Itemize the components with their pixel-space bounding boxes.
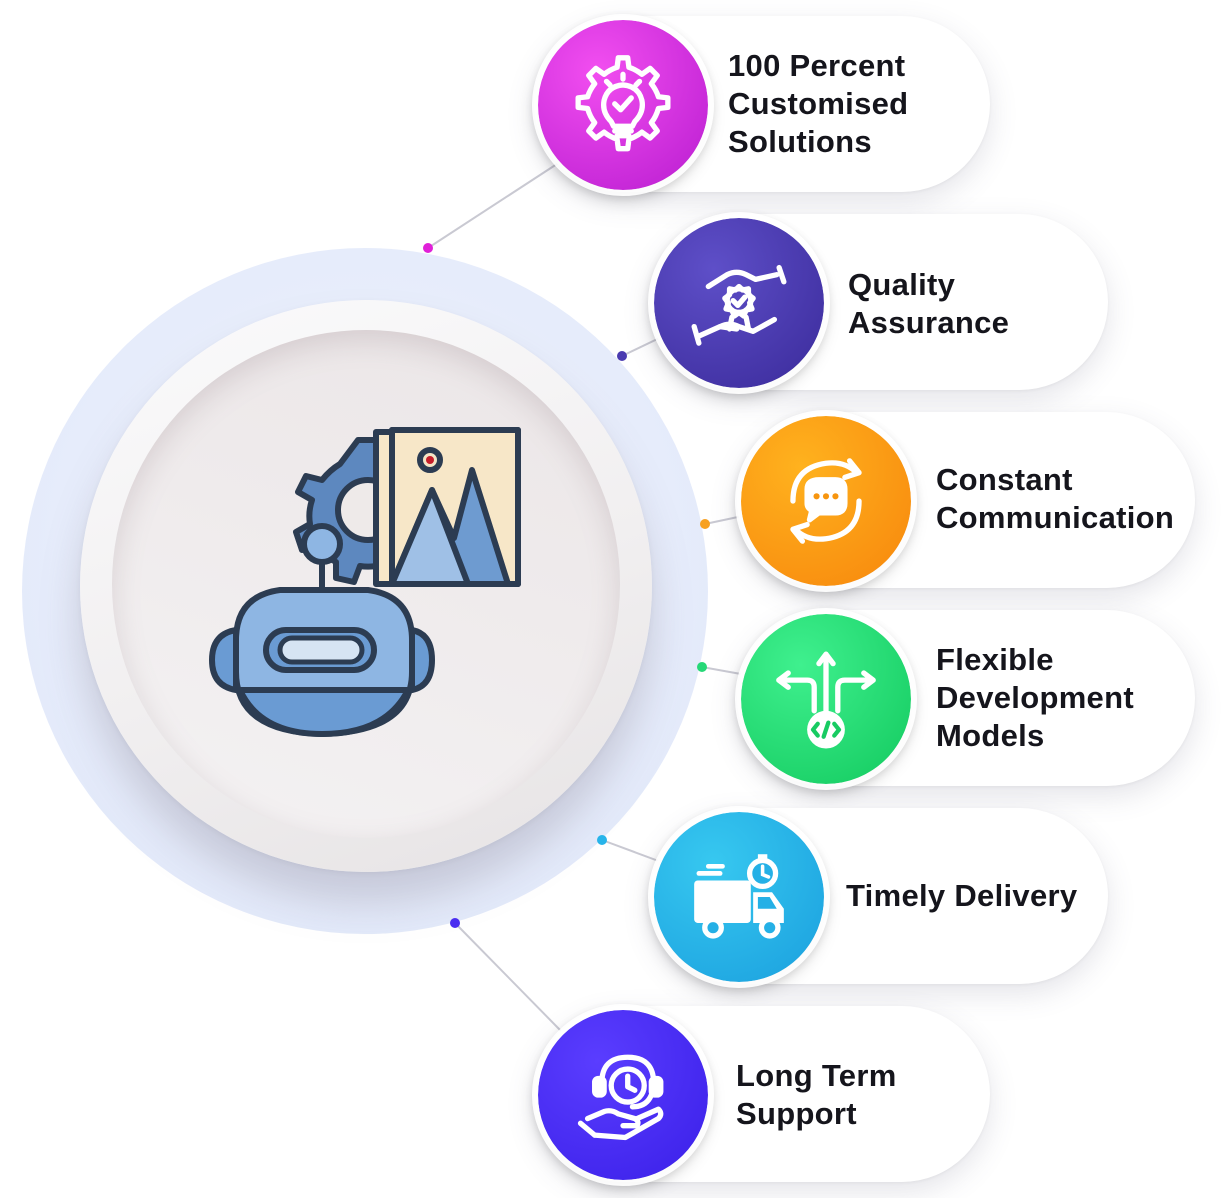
connector-dot bbox=[697, 662, 707, 672]
feature-label-line: Long Term bbox=[736, 1058, 897, 1093]
feature-label-line: Flexible bbox=[936, 642, 1054, 677]
code-arrows-icon bbox=[776, 651, 876, 749]
feature-label-line: Support bbox=[736, 1096, 857, 1131]
connector-dot bbox=[450, 918, 460, 928]
feature-label-line: Constant bbox=[936, 462, 1073, 497]
feature-badge-customised bbox=[532, 14, 714, 196]
robot-with-gear-and-image-icon bbox=[209, 427, 521, 737]
connector-dot bbox=[700, 519, 710, 529]
feature-label-customised: 100 Percent Customised Solutions bbox=[728, 47, 908, 161]
delivery-truck-stopwatch-icon bbox=[694, 854, 784, 939]
feature-label-line: 100 Percent bbox=[728, 48, 906, 83]
lightbulb-gear-check-icon bbox=[575, 55, 671, 152]
feature-label-line: Assurance bbox=[848, 305, 1010, 340]
feature-badge-delivery bbox=[648, 806, 830, 988]
feature-label-quality: Quality Assurance bbox=[848, 266, 1009, 342]
feature-label-flexible: Flexible Development Models bbox=[936, 641, 1134, 755]
feature-label-line: Communication bbox=[936, 500, 1175, 535]
feature-label-line: Development bbox=[936, 680, 1134, 715]
connector-line bbox=[427, 161, 561, 249]
feature-label-delivery: Timely Delivery bbox=[846, 877, 1077, 915]
feature-label-line: Solutions bbox=[728, 124, 872, 159]
feature-badge-quality bbox=[648, 212, 830, 394]
connector-line bbox=[454, 922, 563, 1033]
feature-label-support: Long Term Support bbox=[736, 1057, 897, 1133]
feature-label-line: Timely Delivery bbox=[846, 878, 1078, 913]
feature-badge-communication bbox=[735, 410, 917, 592]
feature-badge-flexible bbox=[735, 608, 917, 790]
feature-badge-support bbox=[532, 1004, 714, 1186]
feature-label-line: Quality bbox=[848, 267, 956, 302]
connector-dot bbox=[617, 351, 627, 361]
center-halo-inner bbox=[112, 330, 620, 838]
chat-refresh-icon bbox=[790, 458, 862, 544]
connector-dot bbox=[423, 243, 433, 253]
feature-label-communication: Constant Communication bbox=[936, 461, 1174, 537]
hand-headset-clock-icon bbox=[577, 1054, 664, 1141]
connector-dot bbox=[597, 835, 607, 845]
feature-label-line: Models bbox=[936, 718, 1045, 753]
feature-label-line: Customised bbox=[728, 86, 909, 121]
hands-badge-icon bbox=[691, 264, 787, 346]
